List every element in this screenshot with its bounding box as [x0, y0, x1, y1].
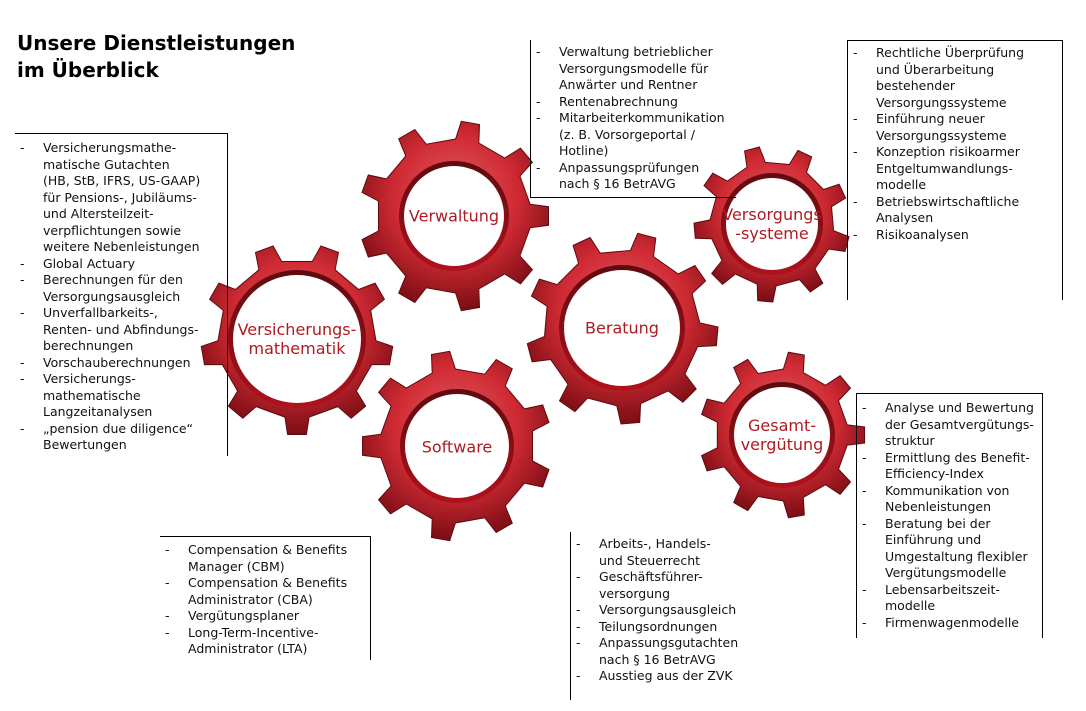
gear-hub [404, 166, 504, 266]
list-item: Global Actuary [15, 256, 227, 273]
list-item: Versicherungs- mathematische Langzeitana… [15, 371, 227, 421]
gear-label-verwaltung: Verwaltung [408, 206, 500, 226]
list-item: Analyse und Bewertung der Gesamtvergütun… [857, 400, 1042, 450]
list-item: Ausstieg aus der ZVK [571, 668, 771, 685]
list-software: Compensation & Benefits Manager (CBM)Com… [160, 542, 370, 658]
gear-label-beratung: Beratung [585, 318, 659, 338]
gear-verwaltung [361, 120, 549, 312]
box-versorgungssysteme: Rechtliche Überprüfung und Überarbeitung… [847, 40, 1063, 300]
list-item: Compensation & Benefits Administrator (C… [160, 575, 370, 608]
list-item: Lebensarbeitszeit- modelle [857, 582, 1042, 615]
list-item: Geschäftsführer- versorgung [571, 569, 771, 602]
list-item: Arbeits-, Handels- und Steuerrecht [571, 536, 771, 569]
list-item: Versorgungsausgleich [571, 602, 771, 619]
gear-hub [405, 394, 509, 498]
list-item: Verwaltung betrieblicher Versorgungsmode… [531, 44, 736, 94]
list-versorgungssysteme: Rechtliche Überprüfung und Überarbeitung… [848, 45, 1062, 243]
list-gesamtverguetung: Analyse und Bewertung der Gesamtvergütun… [857, 400, 1042, 631]
gear-hub [734, 387, 830, 483]
box-gesamtverguetung: Analyse und Bewertung der Gesamtvergütun… [856, 393, 1043, 638]
list-versicherungsmathematik: Versicherungsmathe- matische Gutachten (… [15, 140, 227, 454]
list-item: Konzeption risikoarmer Entgeltumwandlung… [848, 144, 1062, 194]
gear-gesamtverguetung [700, 351, 866, 519]
gear-software [362, 350, 550, 542]
list-item: Unverfallbarkeits-, Renten- und Abfindun… [15, 305, 227, 355]
list-item: Anpassungsgutachten nach § 16 BetrAVG [571, 635, 771, 668]
box-verwaltung: Verwaltung betrieblicher Versorgungsmode… [530, 40, 736, 198]
gear-beratung [526, 232, 719, 425]
page-title: Unsere Dienstleistungen im Überblick [17, 31, 296, 82]
box-beratung: Arbeits-, Handels- und SteuerrechtGeschä… [570, 532, 771, 700]
gear-hub [233, 275, 361, 403]
list-item: Risikoanalysen [848, 227, 1062, 244]
list-item: Anpassungsprüfungen nach § 16 BetrAVG [531, 160, 736, 193]
list-item: Kommunikation von Nebenleistungen [857, 483, 1042, 516]
list-item: Vergütungsplaner [160, 608, 370, 625]
gear-label-gesamtverguetung: Gesamt- vergütung [740, 416, 824, 454]
list-beratung: Arbeits-, Handels- und SteuerrechtGeschä… [571, 536, 771, 685]
box-versicherungsmathematik: Versicherungsmathe- matische Gutachten (… [15, 133, 228, 456]
list-item: Rechtliche Überprüfung und Überarbeitung… [848, 45, 1062, 111]
list-item: Betriebswirtschaftliche Analysen [848, 194, 1062, 227]
list-item: Berechnungen für den Versorgungsausgleic… [15, 272, 227, 305]
box-software: Compensation & Benefits Manager (CBM)Com… [160, 536, 371, 660]
list-item: Teilungsordnungen [571, 619, 771, 636]
list-item: Long-Term-Incentive- Administrator (LTA) [160, 625, 370, 658]
list-item: Einführung neuer Versorgungssysteme [848, 111, 1062, 144]
gear-label-software: Software [421, 437, 493, 457]
gear-hub [726, 178, 818, 270]
list-item: Rentenabrechnung [531, 94, 736, 111]
list-item: Vorschauberechnungen [15, 355, 227, 372]
list-item: Versicherungsmathe- matische Gutachten (… [15, 140, 227, 256]
list-item: Compensation & Benefits Manager (CBM) [160, 542, 370, 575]
list-item: Beratung bei der Einführung und Umgestal… [857, 516, 1042, 582]
list-item: „pension due diligence“ Bewertungen [15, 421, 227, 454]
list-verwaltung: Verwaltung betrieblicher Versorgungsmode… [531, 44, 736, 193]
list-item: Mitarbeiterkommunikation (z. B. Vorsorge… [531, 110, 736, 160]
list-item: Ermittlung des Benefit- Efficiency-Index [857, 450, 1042, 483]
gear-versicherungsmathematik [200, 245, 394, 435]
gear-label-versorgungssysteme: Versorgungs -systeme [722, 205, 822, 243]
list-item: Firmenwagenmodelle [857, 615, 1042, 632]
gear-label-versicherungsmathematik: Versicherungs- mathematik [237, 320, 357, 358]
gear-hub [564, 270, 680, 386]
